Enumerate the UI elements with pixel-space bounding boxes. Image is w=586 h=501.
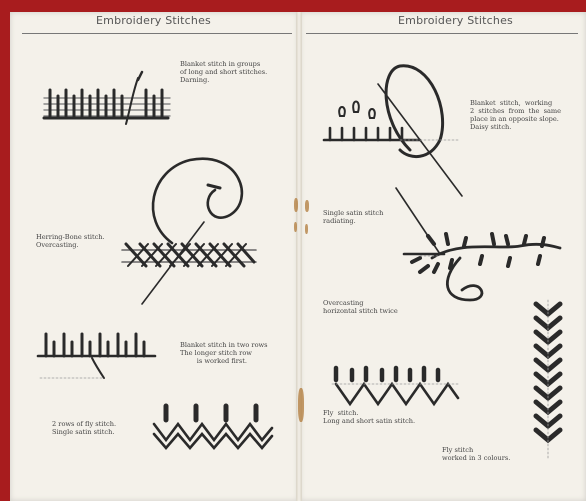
overcast-vine-sample xyxy=(412,234,560,300)
fly-satin-sample xyxy=(154,406,272,448)
herring-bone-sample xyxy=(122,159,256,304)
daisy-blanket-sample xyxy=(324,66,462,196)
blanket-darning-sample xyxy=(44,72,170,124)
two-row-blanket-sample xyxy=(38,334,155,378)
chevron-fly-sample xyxy=(536,300,560,460)
fly-long-short-sample xyxy=(332,368,460,404)
radiating-satin-sample xyxy=(396,188,444,254)
